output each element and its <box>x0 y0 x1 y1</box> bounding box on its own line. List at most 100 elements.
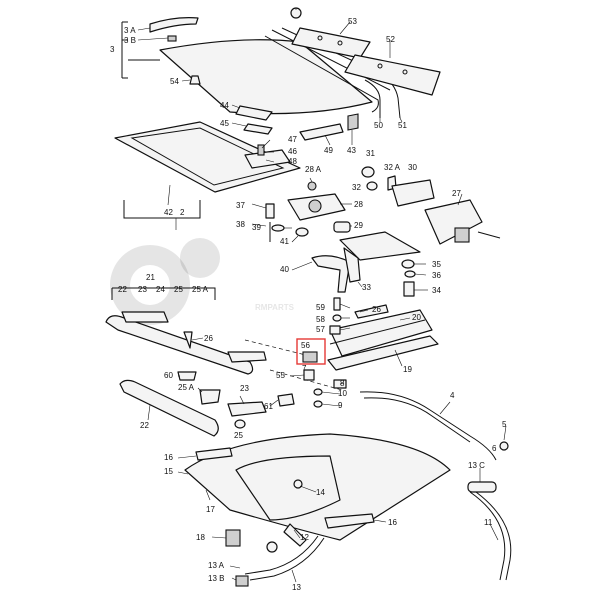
washer-41 <box>295 227 309 237</box>
part-60 <box>177 371 197 381</box>
drain-hose-11 <box>469 491 506 581</box>
leader-lines <box>137 8 507 583</box>
label-11: 11 <box>484 518 493 527</box>
label-27: 27 <box>452 189 461 198</box>
label-54: 54 <box>170 77 179 86</box>
label-59: 59 <box>316 303 325 312</box>
switch-18 <box>225 529 241 547</box>
bracket-42-2 <box>123 200 201 219</box>
label-52: 52 <box>386 35 395 44</box>
label-28: 28 <box>354 200 363 209</box>
label-25: 25 <box>174 285 183 294</box>
label-21: 21 <box>146 273 155 282</box>
label-10: 10 <box>338 389 347 398</box>
label-28A: 28 A <box>305 165 322 174</box>
label-8: 8 <box>340 379 345 388</box>
watermark-gear-hole <box>130 265 170 305</box>
drive-motor-27 <box>424 199 501 245</box>
washer-39 <box>271 224 285 232</box>
part-23 <box>227 401 267 417</box>
part-29 <box>333 221 351 233</box>
label-32A: 32 A <box>384 163 401 172</box>
parts-34-36 <box>401 259 416 297</box>
label-14: 14 <box>316 488 325 497</box>
part-45 <box>243 123 273 135</box>
label-2: 2 <box>180 208 185 217</box>
part-44 <box>235 105 273 121</box>
label-33: 33 <box>362 283 371 292</box>
label-26-right: 26 <box>372 305 381 314</box>
label-13A: 13 A <box>208 561 225 570</box>
label-22-lower: 22 <box>140 421 149 430</box>
part-46-48 <box>244 144 291 169</box>
screw-37 <box>265 203 275 219</box>
label-41: 41 <box>280 237 289 246</box>
label-13C: 13 C <box>468 461 485 470</box>
label-29: 29 <box>354 221 363 230</box>
label-3A: 3 A <box>124 26 136 35</box>
label-56: 56 <box>301 341 310 350</box>
label-53: 53 <box>348 17 357 26</box>
label-25A: 25 A <box>192 285 209 294</box>
roof-panel-14 <box>184 433 451 541</box>
label-36: 36 <box>432 271 441 280</box>
part-labels: 3 A 3 B 3 54 53 52 50 51 44 45 47 46 48 … <box>110 17 507 592</box>
label-48: 48 <box>288 157 297 166</box>
label-55: 55 <box>276 371 285 380</box>
label-51: 51 <box>398 121 407 130</box>
watermark-gear-small-icon <box>180 238 220 278</box>
part-54 <box>189 75 201 85</box>
label-3: 3 <box>110 45 115 54</box>
label-4: 4 <box>450 391 455 400</box>
label-6: 6 <box>492 444 497 453</box>
parts-31-32 <box>361 166 397 191</box>
label-46: 46 <box>288 147 297 156</box>
hardware-55-59 <box>302 297 389 408</box>
slide-rail-19-20 <box>327 309 439 371</box>
label-31: 31 <box>366 149 375 158</box>
label-58: 58 <box>316 315 325 324</box>
label-43: 43 <box>347 146 356 155</box>
label-60: 60 <box>164 371 173 380</box>
label-44: 44 <box>220 101 229 110</box>
label-15: 15 <box>164 467 173 476</box>
part-43 <box>347 113 359 131</box>
label-47: 47 <box>288 135 297 144</box>
label-16-right: 16 <box>388 518 397 527</box>
clip-3A <box>149 17 199 42</box>
part-13C <box>467 481 497 493</box>
part-13B <box>235 575 249 587</box>
label-17: 17 <box>206 505 215 514</box>
part-61 <box>277 393 295 407</box>
label-37: 37 <box>236 201 245 210</box>
screw-26 <box>183 331 193 349</box>
drain-hose-13b <box>249 537 325 581</box>
label-24: 24 <box>156 285 165 294</box>
label-42: 42 <box>164 208 173 217</box>
label-45: 45 <box>220 119 229 128</box>
part-12 <box>283 523 307 547</box>
drain-hose-11b <box>475 491 512 581</box>
label-5: 5 <box>502 420 507 429</box>
highlight-part-56 <box>296 338 326 365</box>
part-28A <box>307 181 317 191</box>
guide-rail-52 <box>344 54 441 96</box>
label-38: 38 <box>236 220 245 229</box>
label-16-left: 16 <box>164 453 173 462</box>
part-25 <box>234 419 246 429</box>
crank-housing-28 <box>287 193 346 221</box>
label-39: 39 <box>252 223 261 232</box>
label-57: 57 <box>316 325 325 334</box>
label-50: 50 <box>374 121 383 130</box>
bracket-33 <box>339 231 421 283</box>
part-5-6 <box>499 441 509 451</box>
watermark-text: RMPARTS <box>255 303 295 312</box>
bracket-3 <box>121 21 128 79</box>
part-7-icon <box>266 541 278 553</box>
watermark: RMPARTS <box>110 238 295 325</box>
drive-cable-4b <box>363 397 471 443</box>
label-32: 32 <box>352 183 361 192</box>
label-26-left: 26 <box>204 334 213 343</box>
label-9: 9 <box>338 401 343 410</box>
